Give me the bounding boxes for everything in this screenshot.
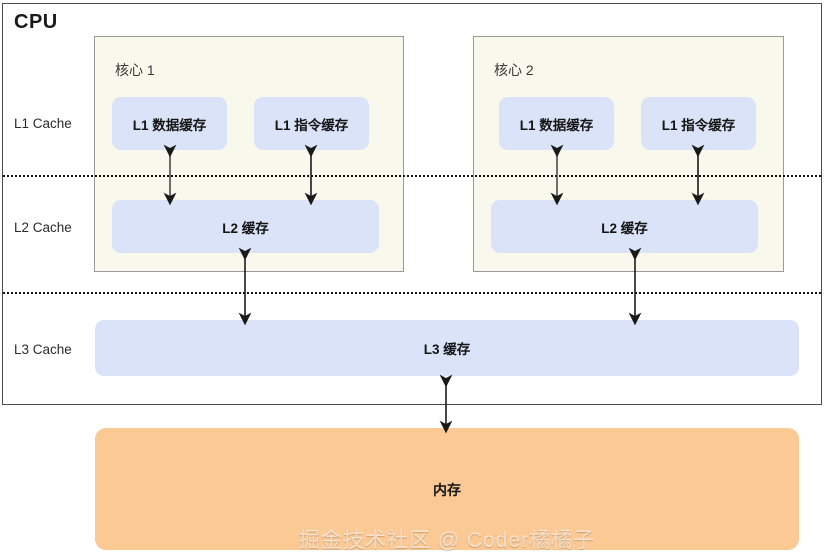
core-1-l1-instruction-cache: L1 指令缓存 xyxy=(254,97,369,150)
core-2-l1-instruction-cache: L1 指令缓存 xyxy=(641,97,756,150)
core-2-title: 核心 2 xyxy=(494,62,534,78)
core-2-l2-cache: L2 缓存 xyxy=(491,200,758,253)
cpu-title: CPU xyxy=(14,11,58,33)
tier-label-l3: L3 Cache xyxy=(14,342,72,357)
core-2-l1-data-cache: L1 数据缓存 xyxy=(499,97,614,150)
watermark-text: 掘金技术社区 @ Coder橘橘子 xyxy=(298,529,596,552)
divider-l1-l2 xyxy=(3,175,821,177)
l3-cache-box: L3 缓存 xyxy=(95,320,799,376)
tier-label-l2: L2 Cache xyxy=(14,220,72,235)
core-1-l2-cache: L2 缓存 xyxy=(112,200,379,253)
core-1-l1-data-cache: L1 数据缓存 xyxy=(112,97,227,150)
divider-l2-l3 xyxy=(3,292,821,294)
tier-label-l1: L1 Cache xyxy=(14,116,72,131)
memory-label: 内存 xyxy=(433,482,461,498)
core-1-title: 核心 1 xyxy=(115,62,155,78)
memory-box: 内存 掘金技术社区 @ Coder橘橘子 xyxy=(95,428,799,552)
